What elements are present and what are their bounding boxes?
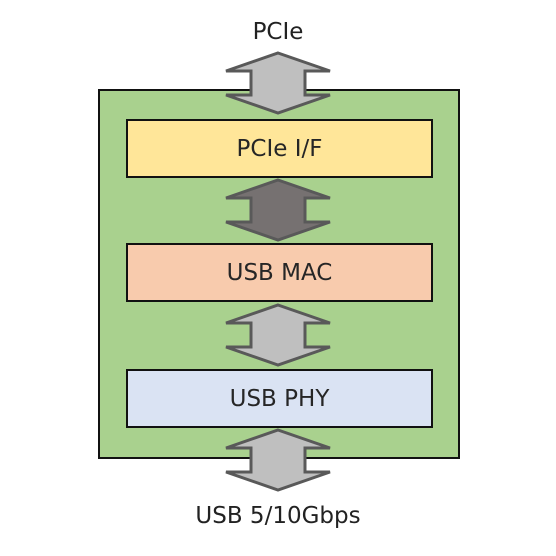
mac-to-phy-arrow: [225, 303, 331, 367]
usb-speed-label: USB 5/10Gbps: [195, 503, 361, 529]
pcie-interface-label: PCIe I/F: [236, 135, 323, 162]
usb-mac-label: USB MAC: [226, 259, 333, 286]
usb-mac-block: USB MAC: [126, 243, 433, 302]
pcie-bus-arrow: [225, 51, 331, 115]
usb-phy-block: USB PHY: [126, 369, 433, 428]
usb-bus-arrow: [225, 428, 331, 492]
pcie-interface-block: PCIe I/F: [126, 119, 433, 178]
pcie-label: PCIe: [252, 19, 304, 45]
if-to-mac-arrow: [225, 178, 331, 242]
usb-phy-label: USB PHY: [229, 385, 330, 412]
